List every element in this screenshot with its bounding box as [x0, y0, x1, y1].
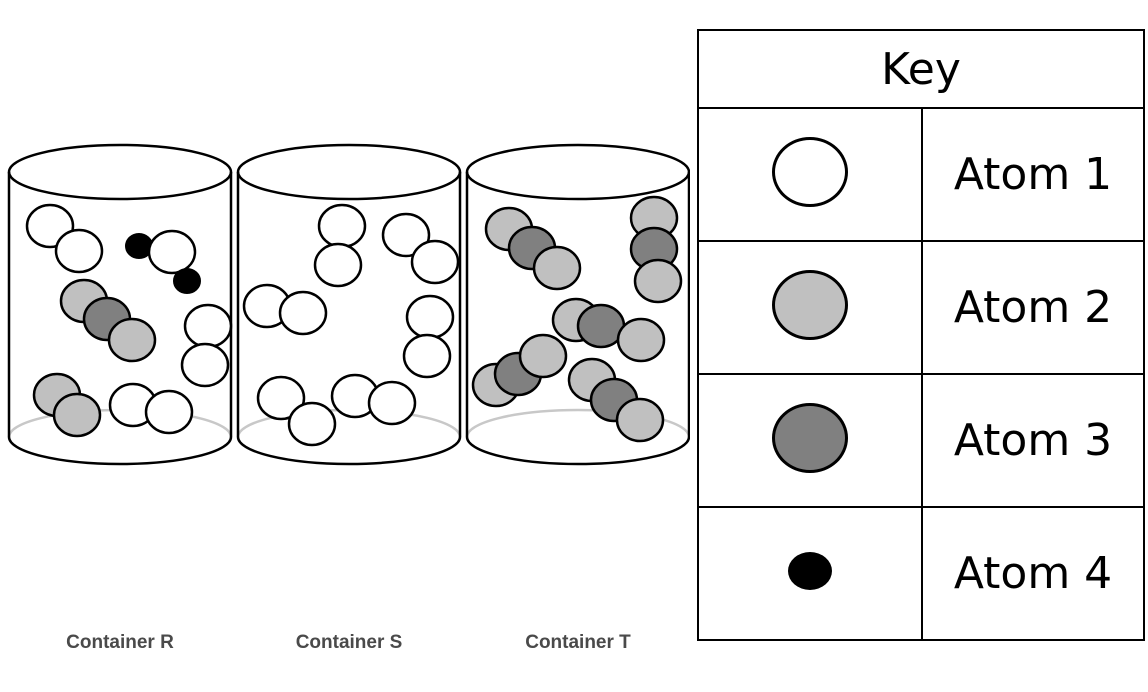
- key-title: Key: [697, 29, 1145, 109]
- container-t-atom-2-icon: [615, 397, 665, 443]
- container-r-atom-2-icon: [107, 317, 157, 363]
- key-row-atom-2: Atom 2: [697, 240, 1145, 375]
- container-s-atom-1-icon: [381, 212, 431, 258]
- key-row-atom-1: Atom 1: [697, 107, 1145, 242]
- atom-2-symbol-icon: [772, 270, 848, 340]
- container-s-atom-1-icon: [405, 294, 455, 340]
- container-t-atom-2-icon: [532, 245, 582, 291]
- container-r-atom-1-icon: [180, 342, 230, 388]
- container-s-atom-1-icon: [313, 242, 363, 288]
- container-s-atom-1-icon: [410, 239, 460, 285]
- container-r-rim: [7, 143, 233, 201]
- container-s-atom-1-icon: [317, 203, 367, 249]
- container-t-rim: [465, 143, 690, 201]
- container-s-atom-1-icon: [367, 380, 417, 426]
- key-row-atom-3: Atom 3: [697, 373, 1145, 508]
- container-r-base: [7, 436, 233, 466]
- atom-4-symbol-icon: [788, 552, 832, 590]
- atom-2-label: Atom 2: [921, 240, 1145, 375]
- container-t-atom-2-icon: [633, 258, 683, 304]
- container-t-floor: [465, 408, 690, 438]
- containers-diagram: [7, 143, 690, 466]
- container-r-atom-4-icon: [173, 268, 201, 294]
- container-s-rim: [236, 143, 462, 201]
- atom-3-label: Atom 3: [921, 373, 1145, 508]
- container-t-label: Container T: [525, 632, 631, 653]
- container-t-atom-2-icon: [616, 317, 666, 363]
- container-s-atom-1-icon: [402, 333, 452, 379]
- container-s-label: Container S: [295, 632, 403, 653]
- container-r-atom-1-icon: [147, 229, 197, 275]
- container-s-base: [236, 436, 462, 466]
- container-r-atom-2-icon: [52, 392, 102, 438]
- atom-1-label: Atom 1: [921, 107, 1145, 242]
- container-r-label: Container R: [66, 632, 174, 653]
- atom-3-symbol-icon: [772, 403, 848, 473]
- container-s-atom-1-icon: [287, 401, 337, 447]
- container-r-atom-1-icon: [183, 303, 233, 349]
- container-t-base: [465, 436, 690, 466]
- container-s-atom-1-icon: [256, 375, 306, 421]
- key-table: Key Atom 1 Atom 2 Atom 3 Atom 4: [697, 29, 1145, 641]
- container-r-atom-1-icon: [54, 228, 104, 274]
- container-t-atom-2-icon: [518, 333, 568, 379]
- key-row-atom-4: Atom 4: [697, 506, 1145, 641]
- container-s-atom-1-icon: [278, 290, 328, 336]
- atom-1-symbol-icon: [772, 137, 848, 207]
- atom-4-label: Atom 4: [921, 506, 1145, 641]
- container-r-atom-1-icon: [144, 389, 194, 435]
